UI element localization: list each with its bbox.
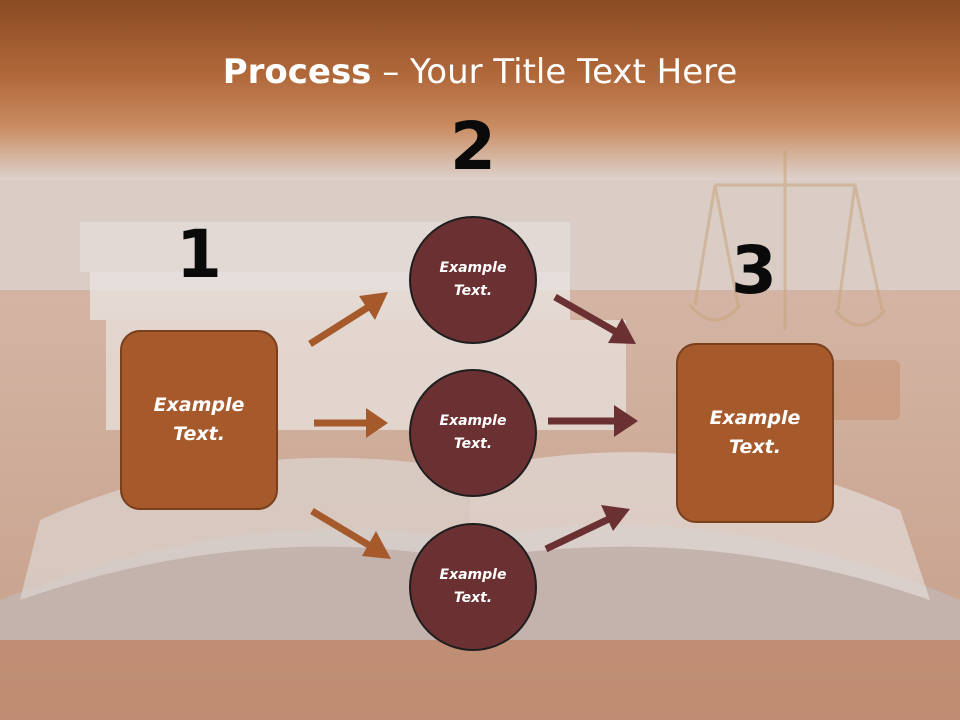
left-box: Example Text. [120, 330, 278, 510]
slide-title: Process – Your Title Text Here [0, 52, 960, 92]
title-rest: – Your Title Text Here [371, 52, 738, 92]
arrow-left-top [308, 292, 388, 347]
circle-bottom: Example Text. [409, 523, 537, 651]
circle-middle: Example Text. [409, 369, 537, 497]
step-number-3: 3 [731, 232, 777, 309]
arrow-left-bottom [310, 507, 391, 559]
arrow-left-middle [314, 408, 388, 438]
step-number-2: 2 [450, 108, 496, 185]
arrow-right-bottom [544, 505, 630, 553]
arrow-right-top [553, 293, 636, 344]
arrow-right-middle [548, 405, 638, 437]
step-number-1: 1 [176, 216, 222, 293]
right-box: Example Text. [676, 343, 834, 523]
title-bold: Process [222, 52, 372, 92]
circle-top: Example Text. [409, 216, 537, 344]
